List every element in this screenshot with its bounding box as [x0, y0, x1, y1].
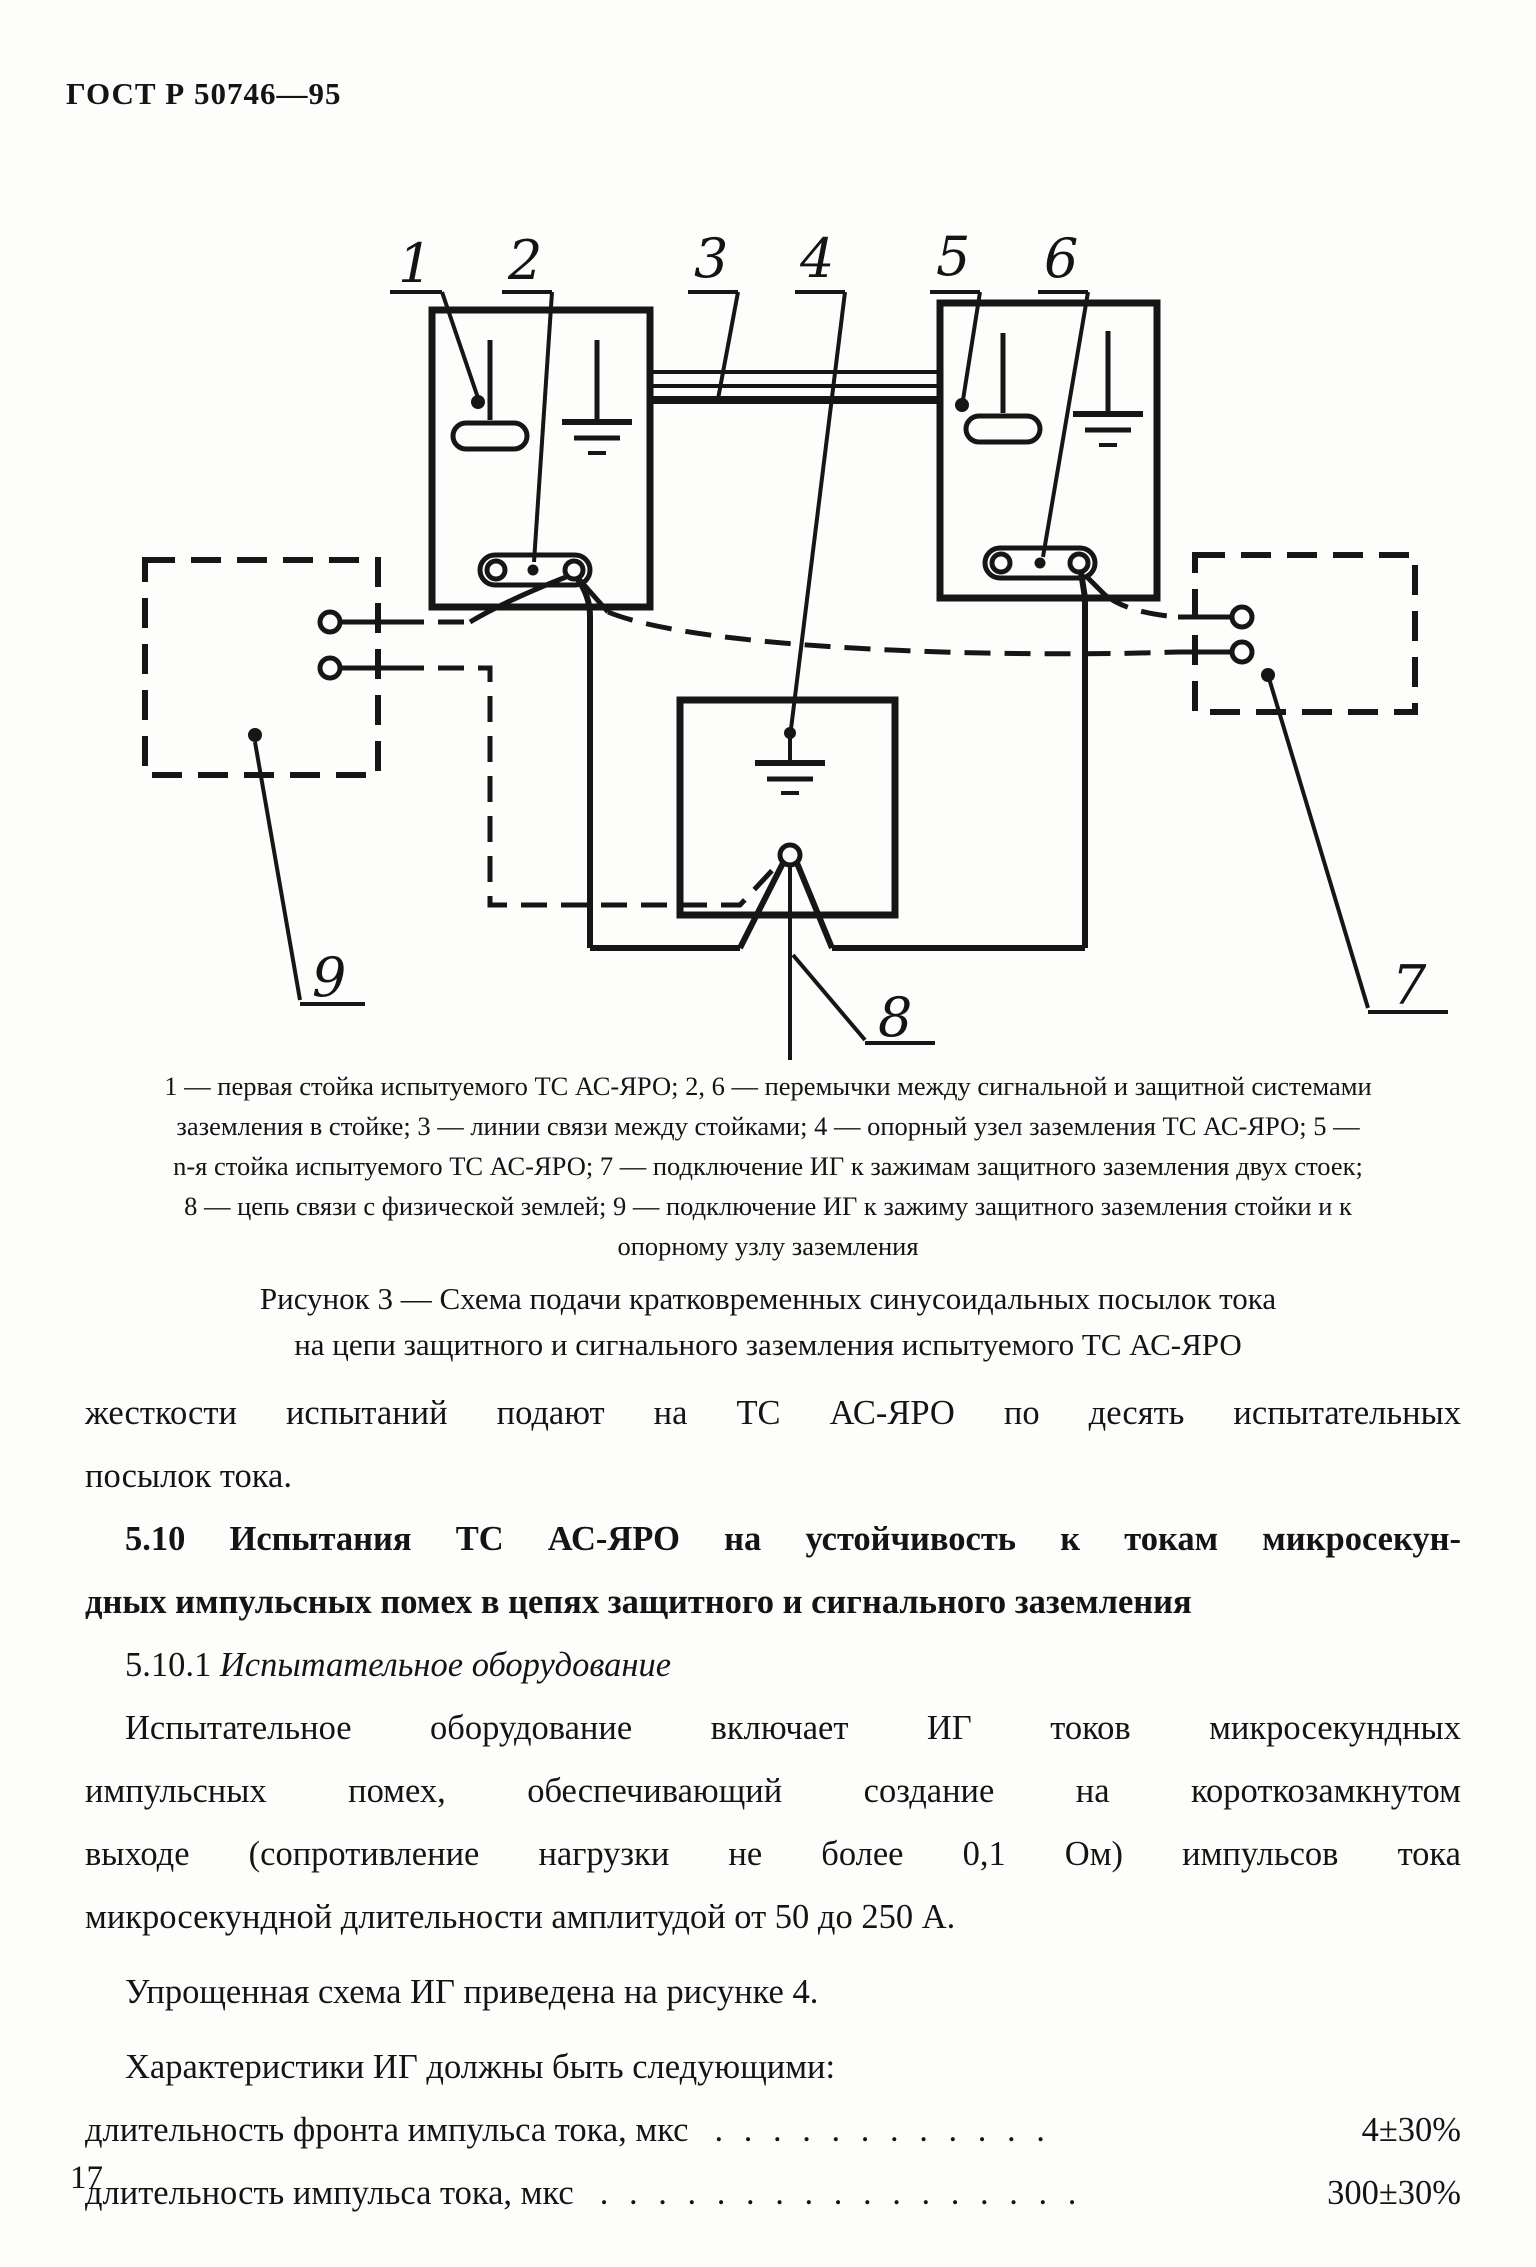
comm-lines — [650, 370, 940, 404]
rackn-jumper — [982, 545, 1098, 581]
paragraph-continuation: жесткости испытаний подают на ТС АС-ЯРО … — [85, 1394, 1461, 1495]
legend-line: опорному узлу заземления — [617, 1231, 919, 1261]
standard-header: ГОСТ Р 50746—95 — [66, 76, 342, 111]
earth-node-terminal — [777, 842, 803, 868]
figure-caption-line2: на цепи защитного и сигнального заземлен… — [294, 1327, 1242, 1362]
terminal-circle — [317, 655, 343, 681]
rackn-protective-earth-symbol — [1073, 331, 1143, 447]
ig-right-box — [1178, 552, 1418, 715]
dot-leader: . . . . . . . . . . . . — [714, 2111, 1051, 2149]
label-1: 1 — [398, 232, 432, 295]
label-4: 4 — [799, 227, 834, 290]
spec-row-front-duration: длительность фронта импульса тока, мкс .… — [85, 2099, 1461, 2162]
spec-value: 4±30% — [1361, 2111, 1461, 2149]
dot-leader: . . . . . . . . . . . . . . . . . — [599, 2174, 1083, 2212]
section-5-10-heading: 5.10 Испытания ТС АС-ЯРО на устойчивость… — [85, 1520, 1461, 1621]
earthing-bus-wiring — [574, 571, 1088, 1060]
spec-row-pulse-duration: длительность импульса тока, мкс . . . . … — [85, 2162, 1461, 2225]
rackn-signal-ground-symbol — [963, 333, 1043, 445]
paragraph-equipment: Испытательное оборудование включает ИГ т… — [85, 1709, 1461, 1936]
legend-line: 1 — первая стойка испытуемого ТС АС-ЯРО;… — [164, 1071, 1372, 1101]
figure-number-labels: 1 2 3 4 5 6 7 8 9 — [253, 225, 1448, 1049]
terminal-circle — [1229, 639, 1255, 665]
rack1-jumper — [477, 552, 593, 588]
figure-caption: Рисунок 3 — Схема подачи кратковременных… — [78, 1276, 1458, 1368]
paragraph-scheme-ref: Упрощенная схема ИГ приведена на рисунке… — [125, 1973, 819, 2011]
label-9: 9 — [312, 946, 346, 1009]
rack1-protective-earth-symbol — [562, 340, 632, 455]
rack-n-box — [936, 299, 1161, 602]
reference-earth-node-box — [676, 696, 899, 919]
spec-value: 300±30% — [1327, 2174, 1461, 2212]
legend-line: n-я стойка испытуемого ТС АС-ЯРО; 7 — по… — [173, 1151, 1363, 1181]
label-2: 2 — [507, 229, 542, 292]
label-5: 5 — [936, 225, 970, 288]
rack1-signal-ground-symbol — [450, 340, 530, 452]
ig-dashed-wiring — [398, 573, 1179, 908]
page-number: 17 — [70, 2160, 103, 2196]
label-3: 3 — [694, 227, 728, 290]
rack-1-box — [428, 306, 654, 611]
terminal-circle — [1229, 604, 1255, 630]
section-5-10-1-heading: 5.10.1 Испытательное оборудование — [125, 1646, 672, 1684]
label-8: 8 — [878, 986, 912, 1049]
label-6: 6 — [1044, 227, 1078, 290]
legend-line: 8 — цепь связи с физической землей; 9 — … — [184, 1191, 1352, 1221]
legend-line: заземления в стойке; 3 — линии связи меж… — [176, 1111, 1360, 1141]
body-text: жесткости испытаний подают на ТС АС-ЯРО … — [85, 1382, 1461, 2225]
terminal-circle — [317, 609, 343, 635]
figure-legend: 1 — первая стойка испытуемого ТС АС-ЯРО;… — [100, 1066, 1436, 1266]
figure-caption-line1: Рисунок 3 — Схема подачи кратковременных… — [259, 1281, 1277, 1316]
paragraph-characteristics: Характеристики ИГ должны быть следующими… — [125, 2048, 836, 2086]
label-7: 7 — [1392, 954, 1427, 1017]
ig-left-box — [142, 557, 398, 778]
